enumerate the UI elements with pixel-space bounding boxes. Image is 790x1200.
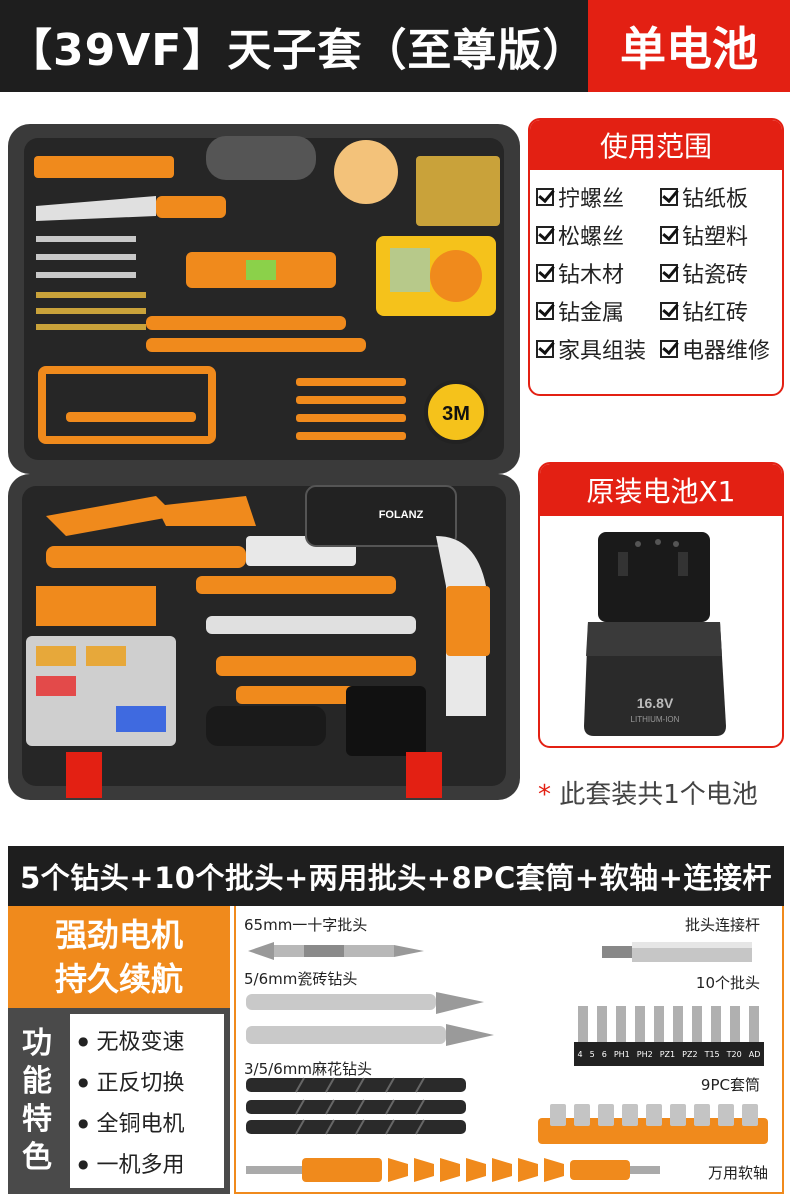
drill-brand-label: FOLANZ [379, 509, 424, 521]
features-panel: 功 能 特 色 无极变速 正反切换 全铜电机 一机多用 [8, 1008, 230, 1194]
checkbox-checked-icon [536, 225, 554, 244]
usage-item: 钻木材 [536, 258, 660, 288]
bit-set: 4 5 6 PH1 PH2 PZ1 PZ2 T15 T20 AD [574, 998, 764, 1068]
checkbox-checked-icon [536, 187, 554, 206]
single-battery-badge: 单电池 [588, 0, 790, 92]
accessories-summary-bar: 5个钻头+10个批头+两用批头+8PC套筒+软轴+连接杆 [8, 846, 784, 906]
tile-bits-label: 5/6mm瓷砖钻头 [244, 970, 358, 988]
bit-code: T20 [726, 1049, 742, 1059]
usage-item: 松螺丝 [536, 220, 660, 250]
twist-bits-label: 3/5/6mm麻花钻头 [244, 1060, 372, 1078]
connector-label: 批头连接杆 [684, 916, 760, 934]
bit-code: AD [748, 1049, 761, 1059]
features-headline: 强劲电机 持久续航 [8, 906, 230, 1008]
checkbox-checked-icon [660, 339, 678, 358]
usage-item: 钻金属 [536, 296, 660, 326]
checkbox-checked-icon [660, 225, 678, 244]
usage-item: 钻纸板 [660, 182, 786, 212]
checkbox-checked-icon [536, 339, 554, 358]
ten-bits-label: 10个批头 [695, 974, 760, 992]
battery-voltage-label: 16.8V [637, 695, 674, 711]
battery-type-label: LITHIUM-ION [631, 715, 680, 724]
flex-shaft-label: 万用软轴 [707, 1164, 768, 1182]
feature-item: 全铜电机 [78, 1104, 224, 1145]
feature-item: 无极变速 [78, 1022, 224, 1063]
bit-code: 6 [601, 1049, 607, 1059]
features-list: 无极变速 正反切换 全铜电机 一机多用 [70, 1014, 224, 1188]
toolbox-illustration: 3M FOLANZ [8, 124, 520, 800]
bit-code: PZ1 [659, 1049, 676, 1059]
sockets-label: 9PC套筒 [700, 1076, 760, 1094]
tile-drill-bits-icon [246, 992, 494, 1046]
features-label: 功 能 特 色 [22, 1026, 52, 1175]
socket-set-icon [538, 1104, 768, 1144]
usage-item: 拧螺丝 [536, 182, 660, 212]
checkbox-checked-icon [660, 263, 678, 282]
battery-icon: 16.8V LITHIUM-ION [584, 532, 726, 736]
usage-item: 电器维修 [660, 334, 786, 364]
bit-code: PZ2 [682, 1049, 698, 1059]
battery-note: * 此套装共1个电池 [538, 774, 758, 811]
headline-line: 强劲电机 [54, 916, 183, 954]
bit-code: PH2 [636, 1049, 653, 1059]
bit-tips-icon [578, 1006, 759, 1042]
bit-code: 4 [577, 1049, 583, 1059]
usage-scope-title: 使用范围 [530, 120, 782, 170]
bit-code: 5 [589, 1049, 595, 1059]
usage-item: 钻瓷砖 [660, 258, 786, 288]
bit-code: PH1 [613, 1049, 630, 1059]
accessories-detail-panel: 65mm一十字批头 批头连接杆 5/6mm瓷砖钻头 10个批头 3/5/6mm麻… [234, 906, 784, 1194]
bit-code: T15 [704, 1049, 720, 1059]
battery-note-text: 此套装共1个电池 [559, 780, 758, 810]
connector-rod-icon [602, 942, 752, 962]
product-title: 【39VF】天子套（至尊版） [8, 25, 588, 76]
usage-item: 家具组装 [536, 334, 660, 364]
checkbox-checked-icon [660, 187, 678, 206]
usage-scope-panel: 使用范围 拧螺丝 钻纸板 松螺丝 钻塑料 钻木材 钻瓷砖 钻金属 钻红砖 家具组… [528, 118, 784, 396]
feature-item: 正反切换 [78, 1063, 224, 1104]
checkbox-checked-icon [660, 301, 678, 320]
headline-line: 持久续航 [54, 960, 183, 998]
feature-item: 一机多用 [78, 1145, 224, 1186]
flex-shaft-icon [246, 1158, 660, 1182]
checkbox-checked-icon [536, 263, 554, 282]
battery-panel: 原装电池X1 16.8V LITHIUM-ION [538, 462, 784, 748]
twist-drill-bits-icon [246, 1077, 466, 1135]
bit-65mm-label: 65mm一十字批头 [244, 916, 368, 934]
note-asterisk: * [538, 780, 551, 810]
header-bar: 【39VF】天子套（至尊版） 单电池 [0, 0, 790, 92]
usage-item: 钻红砖 [660, 296, 786, 326]
tape-measure-label: 3M [442, 403, 470, 425]
usage-item: 钻塑料 [660, 220, 786, 250]
usage-scope-list: 拧螺丝 钻纸板 松螺丝 钻塑料 钻木材 钻瓷砖 钻金属 钻红砖 家具组装 电器维… [530, 170, 782, 364]
battery-title: 原装电池X1 [540, 464, 782, 516]
phillips-bit-icon [248, 942, 424, 960]
bit-holder: 4 5 6 PH1 PH2 PZ1 PZ2 T15 T20 AD [574, 1042, 764, 1066]
checkbox-checked-icon [536, 301, 554, 320]
